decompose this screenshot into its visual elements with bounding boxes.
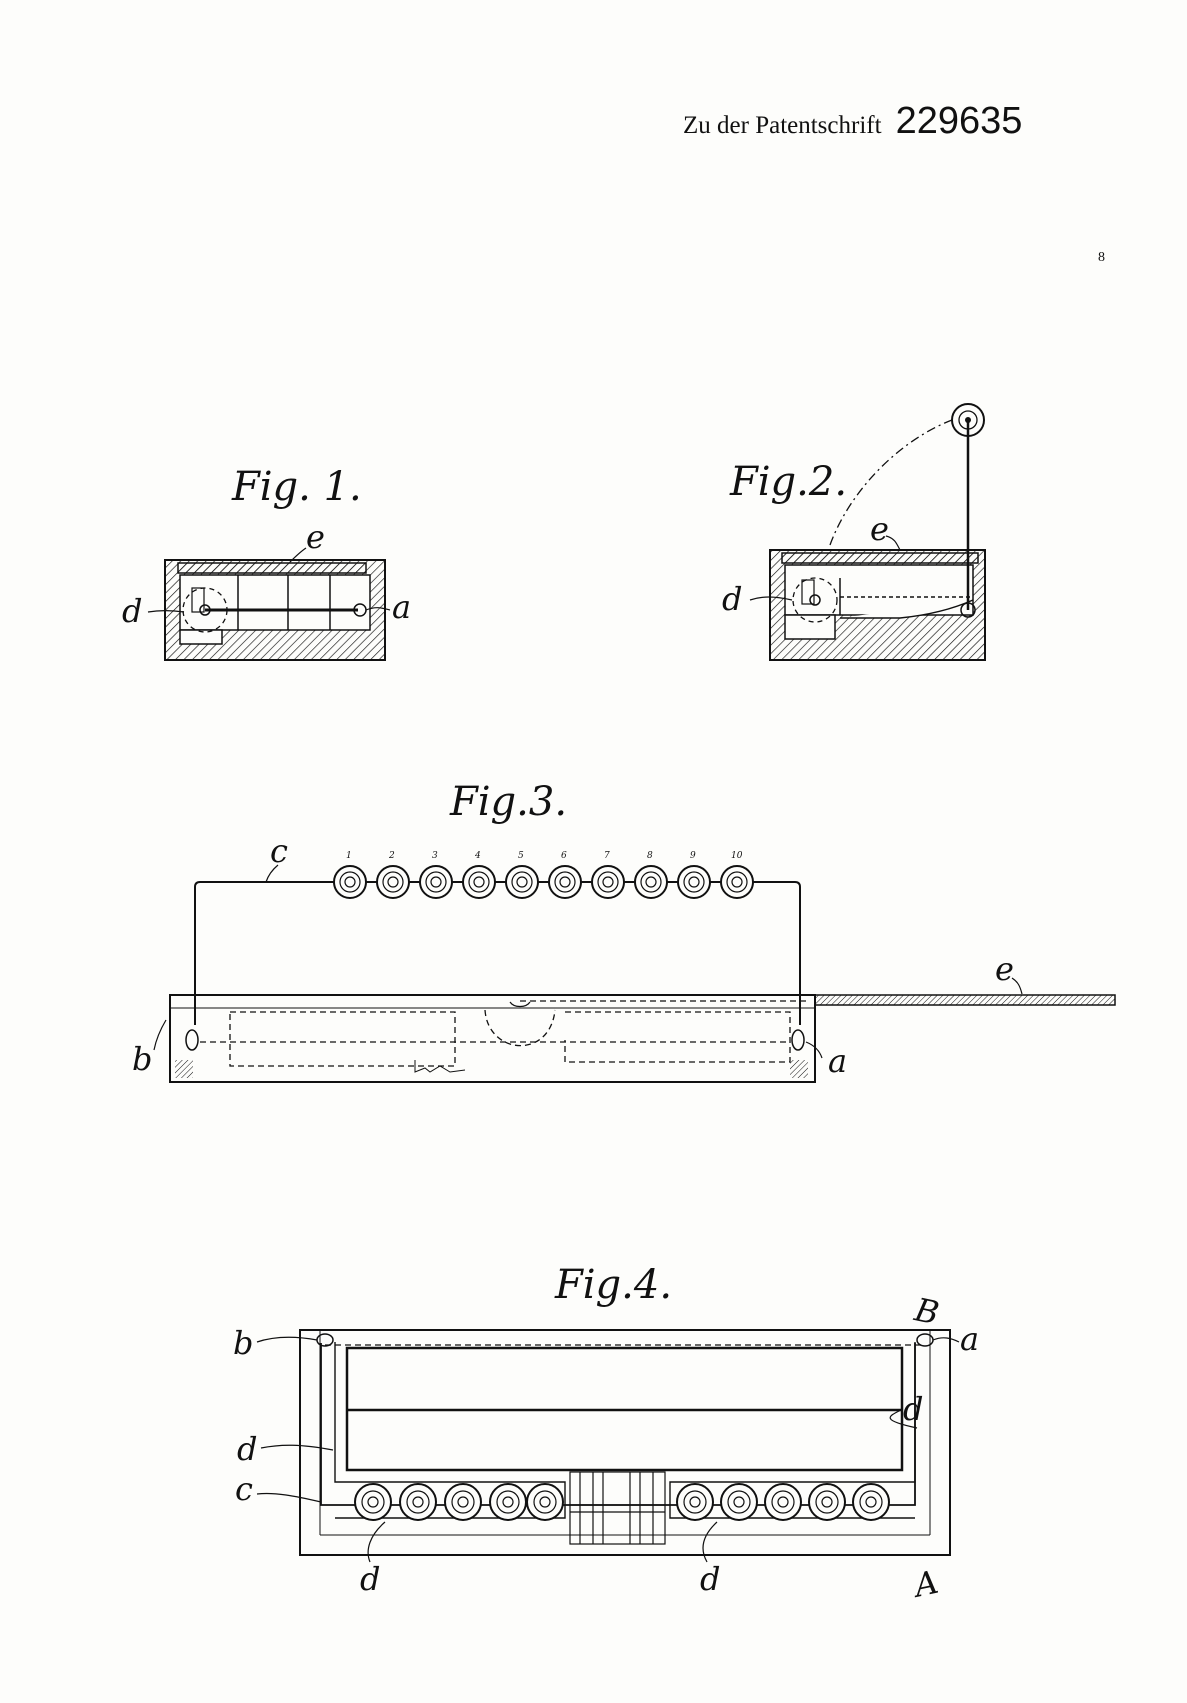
figure-4-bulb-group-left	[354, 1483, 564, 1521]
figure-3-bulb-number: 10	[731, 851, 743, 861]
figure-4-bulb	[489, 1483, 527, 1521]
figure-4-bulb	[808, 1483, 846, 1521]
figure-3-bulb-row: 1 2 3 4 5 6 7 8 9 10	[333, 851, 754, 899]
figure-3-bulb: 4	[462, 851, 496, 899]
figure-4-bulb	[399, 1483, 437, 1521]
figure-2: Fig.2. e d	[722, 403, 986, 661]
figure-3-label-a: a	[828, 1042, 847, 1080]
figure-3-bulb: 2	[376, 851, 410, 899]
patent-header: Zu der Patentschrift 229635	[683, 100, 1022, 143]
figure-3-bulb: 7	[591, 851, 625, 899]
figure-3-bulb-number: 6	[561, 851, 567, 861]
figure-2-label-d: d	[722, 580, 742, 618]
figure-3-bulb: 1	[333, 851, 367, 899]
figure-3-bulb-number: 3	[432, 851, 438, 861]
figure-4-terminal-a	[916, 1333, 934, 1347]
figure-4-title: Fig.4.	[554, 1262, 672, 1308]
figure-3-bulb-number: 5	[518, 851, 524, 861]
figure-4-label-a: a	[960, 1320, 979, 1358]
figure-3-label-e: e	[995, 950, 1014, 988]
figure-3-bulb: 8	[634, 851, 668, 899]
figure-1-lid	[177, 562, 367, 574]
figure-2-swing-arc	[829, 419, 953, 546]
figure-3-terminal-a	[791, 1029, 805, 1051]
figure-4-bulb	[526, 1483, 564, 1521]
figure-4-label-b: b	[233, 1324, 253, 1362]
figure-1-label-e: e	[306, 518, 325, 556]
figure-3-bulb: 3	[419, 851, 453, 899]
patent-caption: Zu der Patentschrift	[683, 112, 882, 139]
figure-1-label-d: d	[122, 592, 142, 630]
figure-4-terminal-b	[316, 1333, 334, 1347]
figure-3-bulb-number: 2	[388, 851, 395, 861]
stray-mark: 8	[1098, 250, 1105, 265]
figure-3-label-b: b	[132, 1040, 152, 1078]
figure-4-label-B: B	[910, 1290, 942, 1332]
patent-number: 229635	[895, 100, 1023, 142]
figure-4-bulb	[676, 1483, 714, 1521]
figure-3: Fig.3. c 1 2 3 4 5 6 7 8 9 10 e b a	[132, 779, 1116, 1083]
figure-4-bulb	[444, 1483, 482, 1521]
figure-4-label-c: c	[235, 1470, 253, 1508]
figure-3-bulb: 9	[677, 851, 711, 899]
figure-3-bulb: 10	[720, 851, 754, 899]
figure-3-bulb-number: 7	[604, 851, 610, 861]
figure-3-housing	[169, 994, 816, 1083]
figure-4-bulb	[354, 1483, 392, 1521]
figure-3-bulb-number: 4	[474, 851, 481, 861]
figure-4-label-d-bottom-left: d	[360, 1560, 380, 1598]
figure-3-bulb: 6	[548, 851, 582, 899]
figure-3-bulb-number: 1	[346, 851, 352, 861]
figure-4-label-A: A	[908, 1563, 941, 1606]
figure-2-label-e: e	[870, 510, 889, 548]
figure-2-title: Fig.2.	[729, 459, 847, 505]
figure-3-bulb-number: 9	[690, 851, 696, 861]
figure-3-wire	[194, 881, 801, 1025]
figure-1: Fig. 1. e d a	[122, 464, 411, 661]
figure-3-terminal-b	[185, 1029, 199, 1051]
figure-1-reel	[182, 587, 228, 633]
figure-3-bulb: 5	[505, 851, 539, 899]
figure-1-title: Fig. 1.	[231, 464, 362, 510]
figure-3-lid	[814, 994, 1116, 1006]
figure-4-label-d-bottom-right: d	[700, 1560, 720, 1598]
figure-1-label-a: a	[392, 588, 411, 626]
figure-3-title: Fig.3.	[449, 779, 567, 825]
figure-4-center-reel	[569, 1471, 666, 1545]
figure-2-reel	[792, 577, 838, 623]
figure-4-housing	[299, 1329, 951, 1556]
figure-4: Fig.4. b a B	[233, 1262, 979, 1606]
figure-2-lid	[781, 552, 979, 564]
figure-4-wire	[320, 1343, 916, 1506]
figure-4-bulb	[720, 1483, 758, 1521]
figure-4-bulb	[852, 1483, 890, 1521]
figure-4-bulb-group-right	[676, 1483, 890, 1521]
figure-3-label-c: c	[270, 832, 288, 870]
figure-4-label-d-left: d	[237, 1430, 257, 1468]
figure-3-bulb-number: 8	[647, 851, 653, 861]
figure-4-bulb	[764, 1483, 802, 1521]
figure-4-label-d-right: d	[903, 1390, 923, 1428]
